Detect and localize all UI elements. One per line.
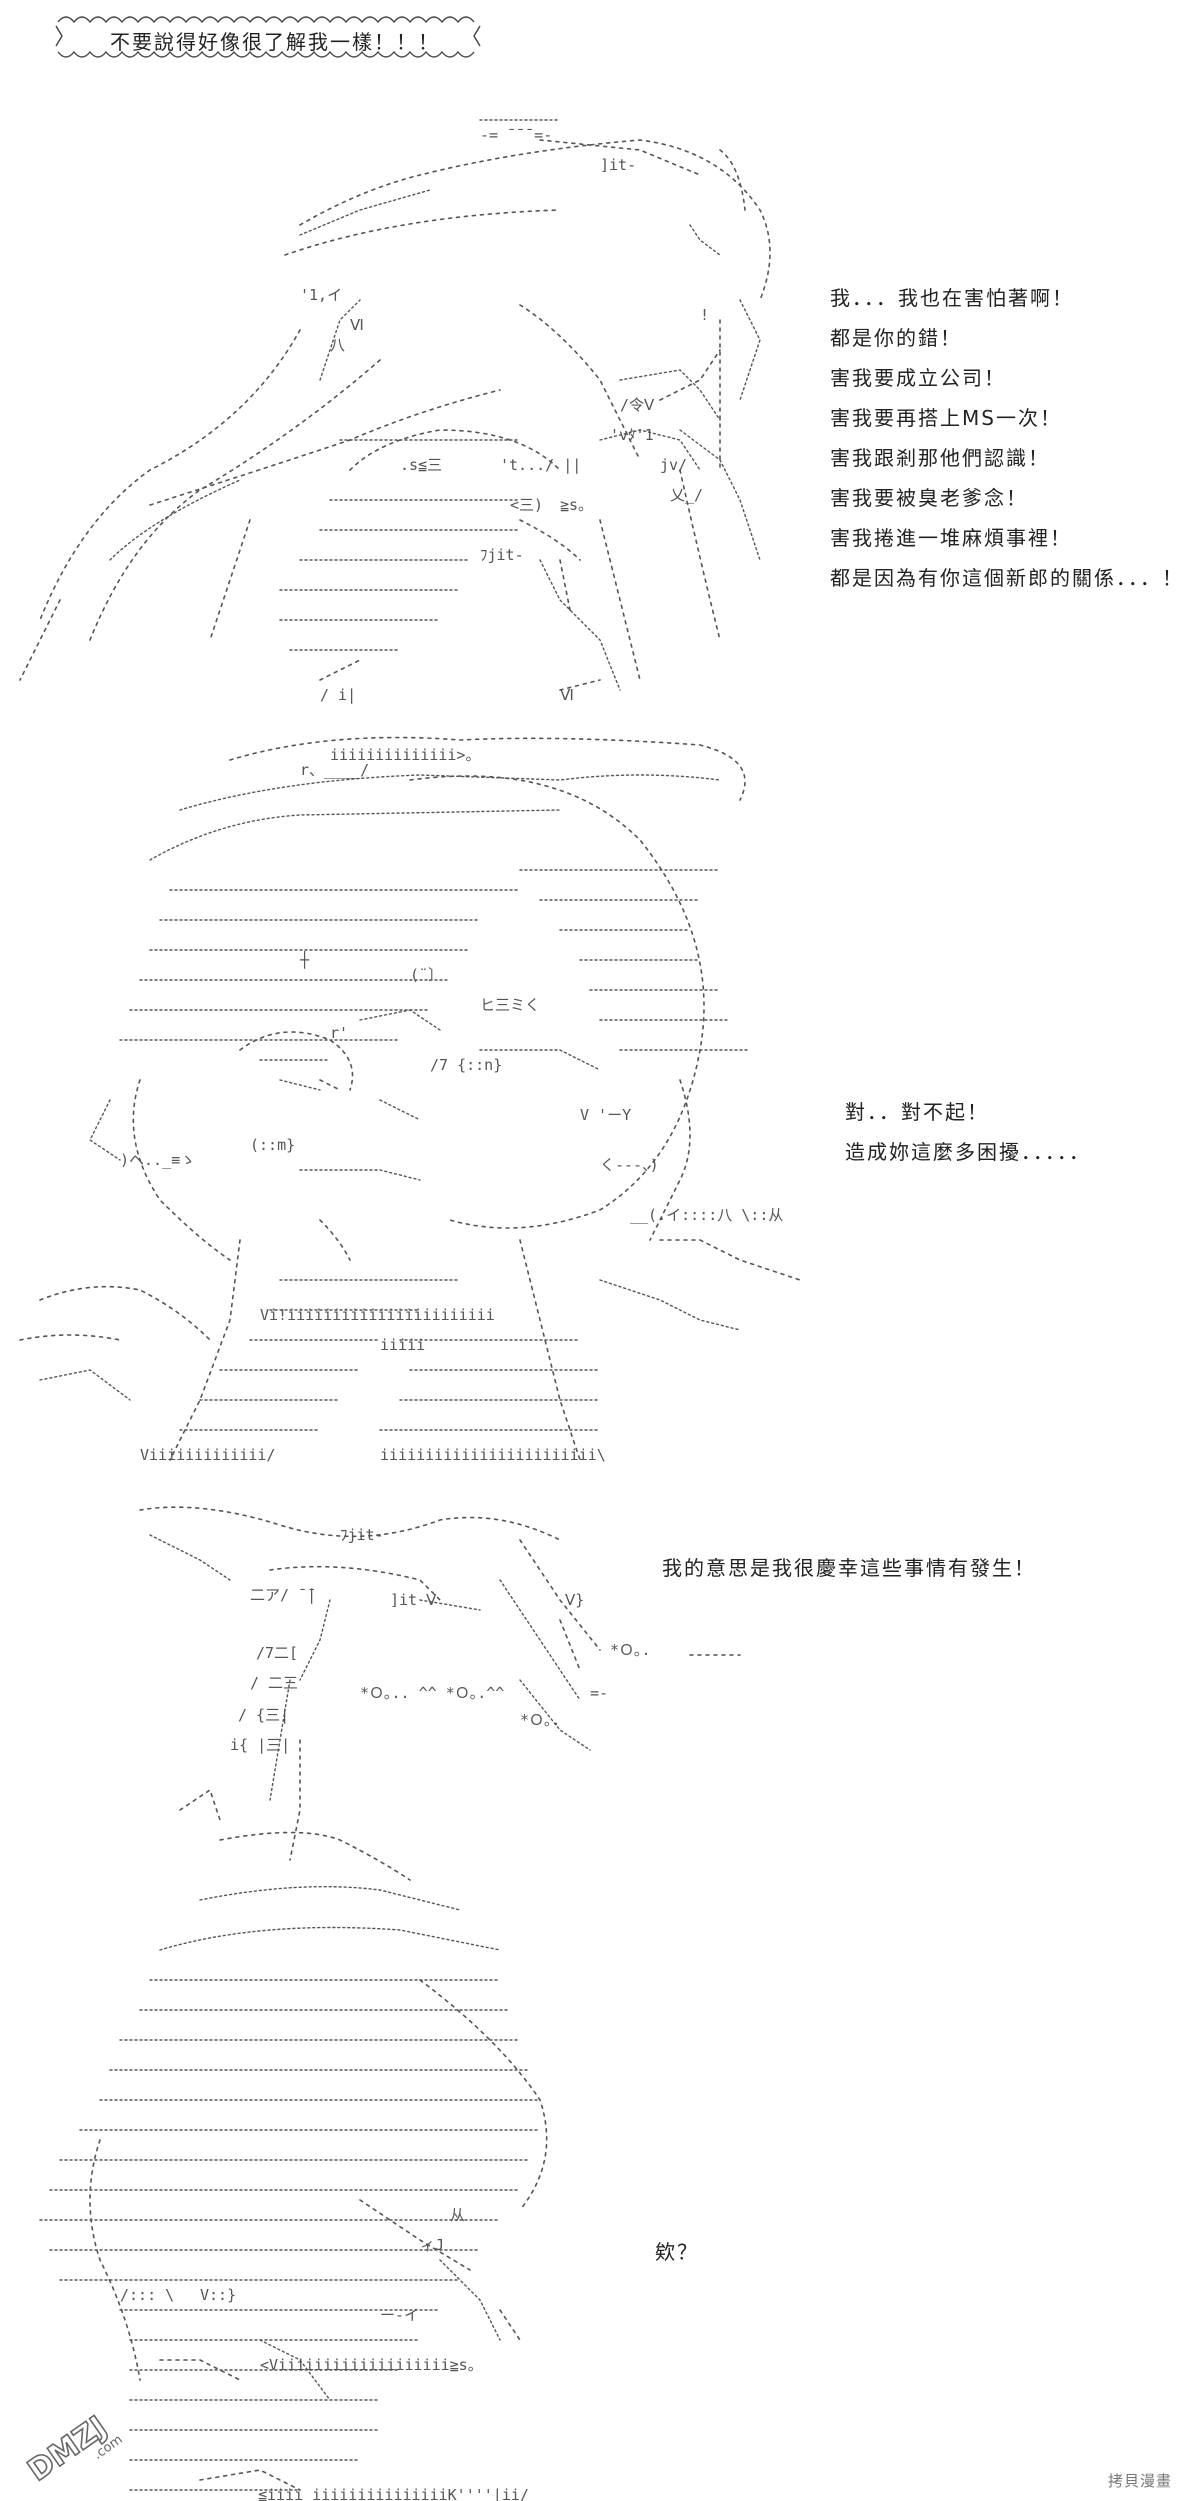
svg-text:┼: ┼ <box>299 950 310 969</box>
svg-text:__(.イ::::八 \::从: __(.イ::::八 \::从 <box>630 1206 783 1224</box>
svg-text:-= ̄ ̄ ̄ =-: -= ̄ ̄ ̄ =- <box>480 126 552 144</box>
svg-text:=-: =- <box>590 1684 608 1702</box>
dialogue-line: 都是因為有你這個新郎的關係．．．！ <box>830 566 1184 590</box>
svg-text:V 'ーY: V 'ーY <box>580 1106 631 1124</box>
svg-text:く---、): く---、) <box>600 1156 659 1174</box>
svg-text:从: 从 <box>450 2206 465 2224</box>
corner-watermark: 拷貝漫畫 <box>1108 2472 1173 2490</box>
manga-panel-2: r、____/ iiiiiiiiiiiiii>。 V 'ーY ┼ r' (¨〕 … <box>0 720 1200 1480</box>
speech-bubble: 不要說得好像很了解我一樣！！！ <box>48 10 488 62</box>
dialogue-line: 害我要再搭上MS一次！ <box>830 406 1062 430</box>
svg-text:Viiiiiiiiiiiii/: Viiiiiiiiiiiii/ <box>140 1446 275 1464</box>
svg-text:ヒ三ミく: ヒ三ミく <box>480 996 540 1014</box>
svg-text:(::m}: (::m} <box>250 1136 295 1154</box>
svg-text:]it-: ]it- <box>600 156 636 174</box>
svg-text:(¨〕: (¨〕 <box>410 966 443 984</box>
dialogue-line: 對．．對不起！ <box>845 1100 989 1124</box>
svg-text:<三): <三) <box>510 496 543 514</box>
svg-text:Ⅵ: Ⅵ <box>560 686 574 704</box>
ascii-art-figure-relieved: ﾌjit- 二ア/ ̄ ̄| ]it Ⅴ Ⅴ} *Ｏ｡. *Ｏ｡.. ^^ *Ｏ… <box>39 1506 741 2501</box>
svg-text:≦iiii_iiiiiiiiiiiiiiiK''''|ii/: ≦iiii_iiiiiiiiiiiiiiiK''''|ii/ <box>258 2486 529 2501</box>
svg-text:/令Ⅴ: /令Ⅴ <box>620 396 655 414</box>
svg-text:'t.../ ||: 't.../ || <box>500 456 581 474</box>
svg-text:ﾌjit-: ﾌjit- <box>340 1526 384 1544</box>
svg-text:八: 八 <box>330 336 345 354</box>
dialogue-block: 我的意思是我很慶幸這些事情有發生！ <box>662 1548 1036 1588</box>
dialogue-line: 造成妳這麼多困擾．．．．． <box>845 1140 1091 1164</box>
svg-text:ィJ: ィJ <box>420 2236 444 2254</box>
svg-text:*Ｏ｡.. ^^ *Ｏ｡.^^: *Ｏ｡.. ^^ *Ｏ｡.^^ <box>360 1684 504 1702</box>
svg-text:Vi!iiiiiiiiiiiiiiiiiiiiiii: Vi!iiiiiiiiiiiiiiiiiiiiiii <box>260 1306 495 1324</box>
svg-text:ー-イ: ー-イ <box>380 2306 419 2324</box>
svg-text:乂_/: 乂_/ <box>670 486 703 504</box>
svg-text:/7二[: /7二[ <box>256 1644 298 1662</box>
svg-text:r、____/: r、____/ <box>300 761 369 779</box>
dialogue-line: 害我要被臭老爹念！ <box>830 486 1028 510</box>
svg-text:*Ｏ｡.: *Ｏ｡. <box>610 1641 651 1659</box>
svg-text:Ⅵ: Ⅵ <box>350 316 364 334</box>
svg-text:iiiiiiiiiiiiii>。: iiiiiiiiiiiiii>。 <box>330 746 480 764</box>
dmzj-logo-watermark: DMZJ .com <box>14 2398 134 2490</box>
svg-text:ﾌjit-: ﾌjit- <box>480 546 524 564</box>
svg-text:]it Ⅴ: ]it Ⅴ <box>390 1591 437 1609</box>
dialogue-block: 欸？ <box>655 2232 699 2272</box>
dialogue-block: 我．．．我也在害怕著啊！ 都是你的錯！ 害我要成立公司！ 害我要再搭上MS一次！… <box>830 278 1184 598</box>
svg-text:≧s。: ≧s。 <box>560 496 593 514</box>
manga-panel-1: -= ̄ ̄ ̄ =- ]it- '1,イ Ⅵ 八 /令Ⅴ 'vﾀ'1 't..… <box>0 0 1200 720</box>
svg-text:<Viiiiiiiiiiiiiiiiiii≧s。: <Viiiiiiiiiiiiiiiiiii≧s。 <box>260 2356 483 2374</box>
dialogue-line: 害我跟剎那他們認識！ <box>830 446 1050 470</box>
ascii-art-figure-shouting: -= ̄ ̄ ̄ =- ]it- '1,イ Ⅵ 八 /令Ⅴ 'vﾀ'1 't..… <box>19 119 771 704</box>
dialogue-block: 對．．對不起！ 造成妳這麼多困擾．．．．． <box>845 1092 1091 1172</box>
dialogue-line: 欸？ <box>655 2240 699 2264</box>
svg-text:Ⅴ}: Ⅴ} <box>565 1591 584 1609</box>
svg-text:i{ |三|: i{ |三| <box>230 1736 290 1754</box>
svg-text:V::}: V::} <box>200 2286 236 2304</box>
svg-text:)ヘ.._≡ゝ: )ヘ.._≡ゝ <box>120 1151 195 1169</box>
svg-text:!: ! <box>700 306 709 324</box>
svg-text:/::: \: /::: \ <box>120 2286 174 2304</box>
svg-text:/ 二三: / 二三 <box>250 1674 298 1692</box>
svg-text:'1,イ: '1,イ <box>300 286 342 304</box>
svg-text:*Ｏ｡.: *Ｏ｡. <box>520 1711 561 1729</box>
svg-text:.s≦三: .s≦三 <box>400 456 442 474</box>
dialogue-line: 害我要成立公司！ <box>830 366 1006 390</box>
svg-text:'vﾀ'1: 'vﾀ'1 <box>610 426 654 444</box>
ascii-art-figure-apologizing: r、____/ iiiiiiiiiiiiii>。 V 'ーY ┼ r' (¨〕 … <box>19 736 801 1464</box>
speech-bubble-text: 不要說得好像很了解我一樣！！！ <box>110 30 440 54</box>
svg-text:iiiiiiiiiiiiiiiiiiiiiiii\: iiiiiiiiiiiiiiiiiiiiiiii\ <box>380 1446 606 1464</box>
svg-text:/7 {::n}: /7 {::n} <box>430 1056 502 1074</box>
svg-text:二ア/ ̄ ̄|: 二ア/ ̄ ̄| <box>250 1586 316 1604</box>
svg-text:iiiii: iiiii <box>380 1336 425 1354</box>
dialogue-line: 害我捲進一堆麻煩事裡！ <box>830 526 1072 550</box>
manga-panel-3: ﾌjit- 二ア/ ̄ ̄| ]it Ⅴ Ⅴ} *Ｏ｡. *Ｏ｡.. ^^ *Ｏ… <box>0 1480 1200 2501</box>
dialogue-line: 都是你的錯！ <box>830 326 962 350</box>
svg-text:/ i|: / i| <box>320 686 356 704</box>
dialogue-line: 我．．．我也在害怕著啊！ <box>830 286 1074 310</box>
dialogue-line: 我的意思是我很慶幸這些事情有發生！ <box>662 1556 1036 1580</box>
svg-text:r': r' <box>330 1024 348 1042</box>
svg-text:/ {三|: / {三| <box>238 1706 289 1724</box>
svg-text:jv/: jv/ <box>660 456 687 474</box>
